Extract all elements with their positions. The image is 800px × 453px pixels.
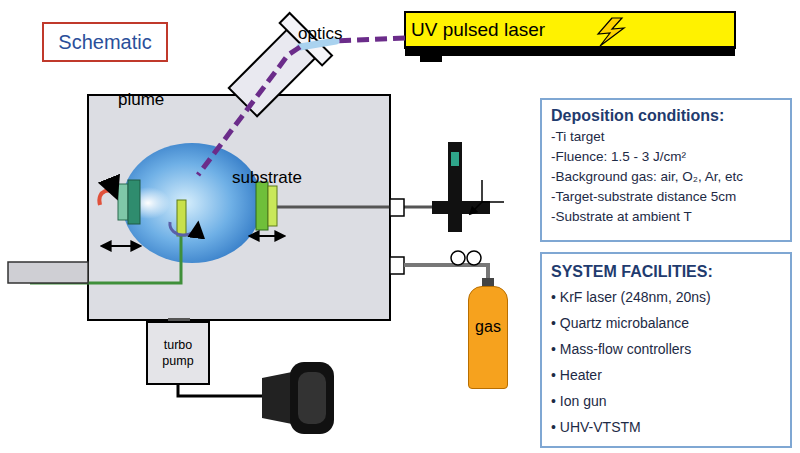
pump-line	[178, 385, 262, 396]
substrate-holder	[256, 182, 268, 230]
lightning-icon	[598, 18, 624, 46]
translation-arrow	[102, 245, 140, 247]
node-text: -Ti target	[551, 127, 781, 147]
title-text: Schematic	[58, 31, 151, 54]
substrate-rod	[277, 206, 440, 209]
node-text: • UHV-VTSTM	[551, 414, 781, 440]
node-text: • Mass-flow controllers	[551, 336, 781, 362]
laser-beam	[336, 38, 405, 41]
node-heading: gas	[469, 317, 507, 337]
laser-body	[405, 12, 735, 48]
node-text: • KrF laser (248nm, 20ns)	[551, 284, 781, 310]
node-text: • Heater	[551, 362, 781, 388]
shutter-actuator	[8, 262, 88, 283]
flange	[390, 199, 404, 216]
node-heading: SYSTEM FACILITIES:	[551, 260, 781, 284]
substrate-plate	[268, 186, 277, 226]
node-text: • Quartz microbalance	[551, 310, 781, 336]
target-holder	[118, 184, 128, 220]
pressure-gauge	[451, 251, 465, 265]
laser-beam	[198, 47, 300, 175]
pressure-gauge	[467, 251, 481, 265]
shutter-rotation-arrow	[170, 222, 198, 235]
conditions-panel: Deposition conditions:-Ti target-Fluence…	[540, 98, 792, 242]
manipulator	[448, 142, 462, 232]
plume-shape	[122, 143, 262, 263]
node-text: • Ion gun	[551, 388, 781, 414]
turbo-pump-box: turbo pump	[146, 321, 210, 385]
manipulator-knob	[451, 152, 459, 166]
axes-arrows	[470, 180, 504, 214]
target	[128, 180, 140, 224]
rotation-arrow	[99, 190, 116, 205]
optics-label: optics	[298, 24, 342, 44]
text-stack: Deposition conditions:-Ti target-Fluence…	[551, 105, 781, 227]
roughing-pump-inlet	[262, 372, 292, 424]
roughing-pump	[290, 362, 334, 434]
text-stack: gas	[469, 317, 507, 337]
node-heading: Deposition conditions:	[551, 105, 781, 127]
laser-aperture	[420, 54, 442, 62]
substrate-label: substrate	[232, 168, 302, 188]
facilities-panel: SYSTEM FACILITIES:• KrF laser (248nm, 20…	[540, 252, 792, 448]
plume-label: plume	[118, 90, 164, 110]
gas-pipe	[404, 265, 488, 286]
roughing-pump-detail	[298, 372, 326, 424]
node-text: -Substrate at ambient T	[551, 207, 781, 227]
text-stack: turbo pump	[152, 337, 204, 369]
gas-cylinder: gas	[468, 286, 508, 389]
laser-base	[405, 46, 735, 56]
shutter	[177, 200, 186, 236]
node-text: -Background gas: air, O₂, Ar, etc	[551, 167, 781, 187]
node-text: -Fluence: 1.5 - 3 J/cm²	[551, 147, 781, 167]
node-heading: UV pulsed laser	[411, 15, 545, 45]
text-stack: SYSTEM FACILITIES:• KrF laser (248nm, 20…	[551, 260, 781, 440]
title-box: Schematic	[42, 22, 168, 62]
node-heading: turbo pump	[152, 337, 204, 369]
flange	[390, 257, 404, 274]
translation-arrow	[250, 235, 284, 237]
node-text: -Target-substrate distance 5cm	[551, 187, 781, 207]
laser-box: UV pulsed laser	[405, 14, 595, 46]
text-stack: UV pulsed laser	[411, 15, 545, 45]
